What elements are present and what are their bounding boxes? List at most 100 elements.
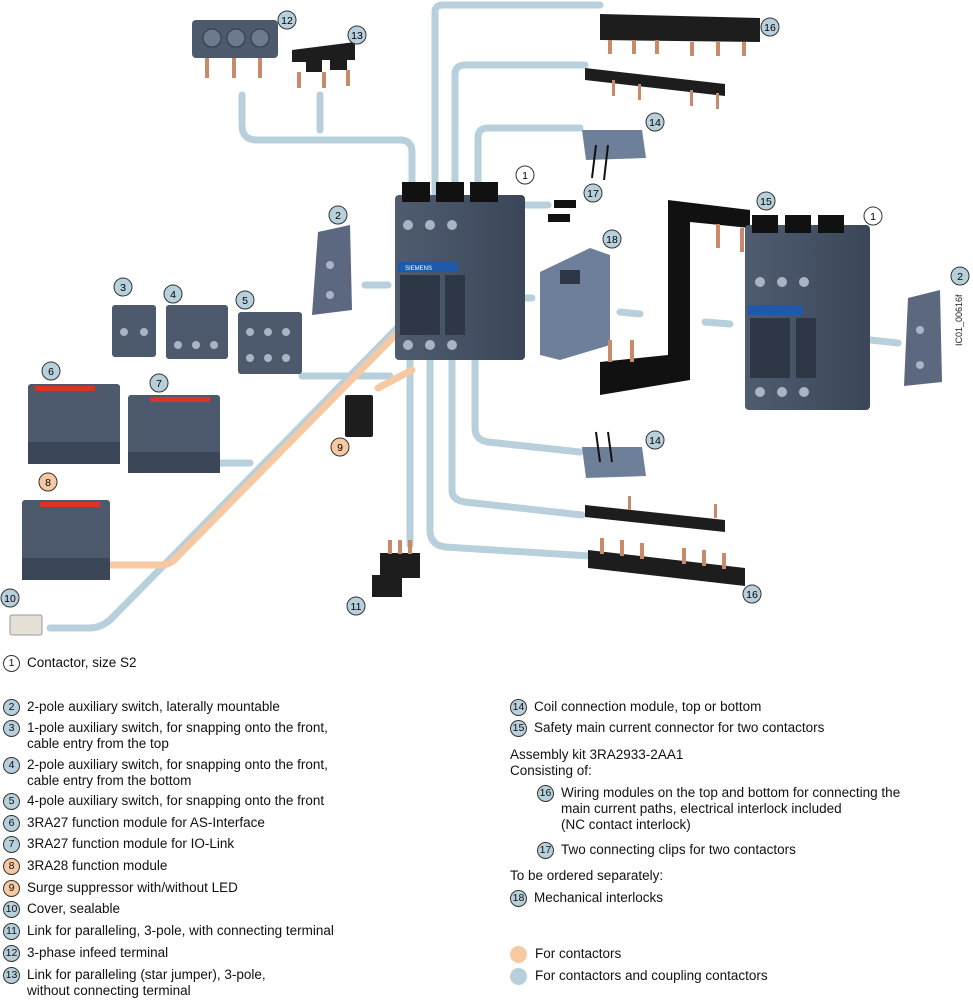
contactor-main: SIEMENS: [395, 182, 525, 360]
legend-badge: 17: [537, 842, 554, 859]
callout-11: 11: [346, 596, 366, 616]
legend-text: Surge suppressor with/without LED: [27, 880, 238, 895]
callout-7: 7: [149, 373, 169, 393]
brand-label: SIEMENS: [405, 266, 432, 272]
legend-badge: 1: [3, 655, 20, 672]
legend-text: Coil connection module, top or bottom: [534, 699, 762, 714]
legend-badge: 4: [3, 757, 20, 774]
legend-text: Mechanical interlocks: [534, 890, 664, 905]
legend-text: Wiring modules on the top and bottom for…: [561, 785, 901, 832]
callout-number: 18: [606, 234, 618, 246]
callout-number: 7: [156, 378, 162, 390]
callout-10: 10: [0, 588, 20, 608]
legend-text: 2-pole auxiliary switch, laterally mount…: [27, 699, 280, 714]
legend-badge: 6: [3, 815, 20, 832]
legend-badge: 13: [3, 967, 20, 984]
assembly-kit-label: Assembly kit 3RA2933-2AA1 Consisting of:: [510, 747, 684, 778]
legend-badge: 5: [3, 793, 20, 810]
wiring-module-top: [585, 14, 760, 109]
coil-module-bottom: [582, 431, 646, 478]
callout-number: 8: [45, 477, 51, 489]
wiring-module-bottom: [585, 496, 745, 586]
function-module-asi: [28, 384, 120, 464]
legend-text: 3RA27 function module for AS-Interface: [27, 815, 265, 830]
callout-number: 14: [649, 117, 661, 129]
callout-17: 17: [583, 183, 603, 203]
aux-switch-2pole: [166, 305, 228, 359]
callout-number: 5: [242, 295, 248, 307]
callout-number: 1: [870, 211, 876, 223]
callout-number: 15: [760, 196, 772, 208]
legend-text: Two connecting clips for two contactors: [561, 842, 796, 857]
legend-badge: 18: [510, 890, 527, 907]
legend-item-4: 4 2-pole auxiliary switch, for snapping o…: [3, 757, 328, 789]
legend-item-9: 9 Surge suppressor with/without LED: [3, 880, 238, 897]
legend-badge: 10: [3, 901, 20, 918]
legend-item-14: 14 Coil connection module, top or bottom: [510, 699, 761, 716]
legend-badge: 7: [3, 836, 20, 853]
callout-18: 18: [602, 229, 622, 249]
callout-number: 3: [120, 282, 126, 294]
legend-badge: 11: [3, 923, 20, 940]
legend-item-18: 18 Mechanical interlocks: [510, 890, 663, 907]
sealable-cover: [9, 614, 43, 636]
callout-5: 5: [235, 290, 255, 310]
legend-badge: 9: [3, 880, 20, 897]
callout-3: 3: [113, 277, 133, 297]
legend-badge: 2: [3, 699, 20, 716]
legend-item-8: 8 3RA28 function module: [3, 858, 167, 875]
key-swatch: [510, 946, 527, 963]
callout-number: 2: [957, 271, 963, 283]
callout-14: 14: [645, 112, 665, 132]
legend-badge: 12: [3, 945, 20, 962]
callout-number: 12: [281, 15, 293, 27]
function-module-iolink: [128, 395, 220, 473]
callout-number: 10: [4, 593, 16, 605]
callout-12: 12: [277, 10, 297, 30]
callout-4: 4: [163, 284, 183, 304]
legend-text: 3RA28 function module: [27, 858, 168, 873]
mechanical-interlock: [540, 248, 610, 360]
callout-number: 2: [335, 210, 341, 222]
aux-switch-lateral-left: [312, 225, 352, 315]
callout-6: 6: [41, 361, 61, 381]
key-text: For contactors: [535, 946, 622, 961]
legend-badge: 14: [510, 699, 527, 716]
ordered-separately-label: To be ordered separately:: [510, 868, 664, 883]
legend-item-6: 6 3RA27 function module for AS-Interface: [3, 815, 265, 832]
legend-text: 3-phase infeed terminal: [27, 945, 169, 960]
key-swatch: [510, 968, 527, 985]
legend-item-17: 17 Two connecting clips for two contactor…: [537, 842, 796, 859]
connecting-clips: [548, 200, 576, 222]
connector-tubes-orange: [106, 306, 424, 569]
callout-number: 6: [48, 366, 54, 378]
coil-module-top: [582, 130, 646, 181]
callout-13: 13: [347, 25, 367, 45]
callout-9: 9: [330, 437, 350, 457]
callout-2: 2: [950, 266, 970, 286]
contactor-second: [745, 215, 870, 410]
legend-badge: 8: [3, 858, 20, 875]
infeed-terminal: [192, 20, 278, 78]
callout-number: 16: [764, 22, 776, 34]
key-item: For contactors: [510, 946, 621, 963]
legend-text: 1-pole auxiliary switch, for snapping on…: [27, 720, 328, 751]
callout-number: 11: [351, 601, 362, 613]
callout-16: 16: [760, 17, 780, 37]
legend-text: Safety main current connector for two co…: [534, 720, 825, 735]
callout-number: 17: [587, 188, 599, 200]
function-module-3ra28: [22, 500, 110, 580]
legend-text: 2-pole auxiliary switch, for snapping on…: [27, 757, 328, 788]
callout-1: 1: [863, 206, 883, 226]
legend-text: 4-pole auxiliary switch, for snapping on…: [27, 793, 325, 808]
legend-badge: 15: [510, 720, 527, 737]
legend-text: Contactor, size S2: [27, 655, 137, 670]
key-text: For contactors and coupling contactors: [535, 968, 768, 983]
